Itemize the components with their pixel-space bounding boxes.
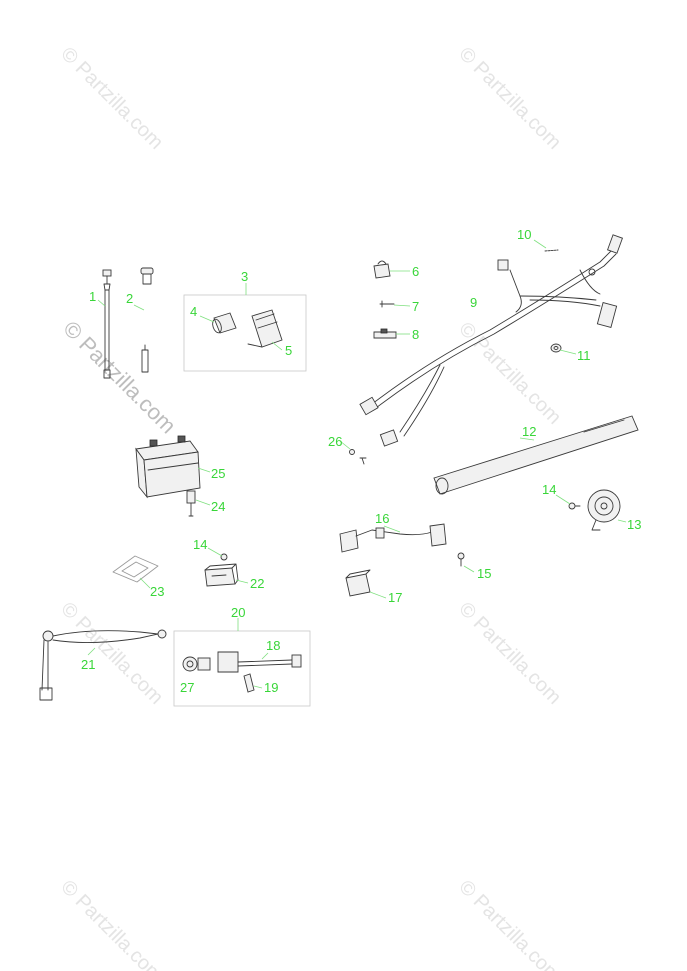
part-21-cable bbox=[39, 629, 167, 701]
part-19-pin bbox=[243, 673, 255, 693]
callout-15: 15 bbox=[477, 566, 491, 581]
part-18-switch-harness bbox=[217, 651, 302, 673]
part-22-relay bbox=[204, 563, 239, 587]
group-box-20 bbox=[173, 630, 311, 707]
part-7-screw bbox=[379, 300, 395, 308]
callout-20: 20 bbox=[231, 605, 245, 620]
callout-14-left: 14 bbox=[193, 537, 207, 552]
group-box-3 bbox=[183, 294, 307, 372]
callout-27: 27 bbox=[180, 680, 194, 695]
callout-24: 24 bbox=[211, 499, 225, 514]
part-11-grommet bbox=[550, 343, 562, 353]
callout-12: 12 bbox=[522, 424, 536, 439]
part-9-main-harness bbox=[359, 234, 624, 447]
watermark-top-left: © Partzilla.com bbox=[56, 43, 167, 154]
part-12-cover bbox=[433, 415, 639, 495]
part-13-horn bbox=[587, 489, 621, 531]
leader-lines bbox=[87, 239, 627, 689]
callout-25: 25 bbox=[211, 466, 225, 481]
part-6-clip bbox=[373, 260, 391, 279]
watermark-center-right: © Partzilla.com bbox=[454, 318, 565, 429]
part-8-clamp bbox=[373, 328, 397, 339]
callout-16: 16 bbox=[375, 511, 389, 526]
callout-17: 17 bbox=[388, 590, 402, 605]
callout-22: 22 bbox=[250, 576, 264, 591]
watermark-mid-left: © Partzilla.com bbox=[56, 598, 167, 709]
part-15-bolt bbox=[457, 552, 465, 567]
callout-3: 3 bbox=[241, 269, 248, 284]
callout-13: 13 bbox=[627, 517, 641, 532]
part-23-pad bbox=[112, 555, 159, 583]
part-27-switch bbox=[182, 656, 211, 672]
part-5-fuse-box bbox=[247, 309, 283, 348]
part-10-label bbox=[544, 249, 559, 252]
part-25-battery bbox=[135, 435, 201, 499]
callout-11: 11 bbox=[577, 348, 591, 363]
part-14-nut-left bbox=[220, 553, 228, 561]
watermark-center-left: © Partzilla.com bbox=[58, 316, 181, 439]
watermark-bottom-right: © Partzilla.com bbox=[454, 876, 565, 971]
callout-8: 8 bbox=[412, 327, 419, 342]
callout-26: 26 bbox=[328, 434, 342, 449]
part-14-screw-right bbox=[568, 502, 581, 510]
watermark-top-right: © Partzilla.com bbox=[454, 43, 565, 154]
callout-5: 5 bbox=[285, 343, 292, 358]
part-26-screw bbox=[349, 449, 367, 465]
part-4-fuse bbox=[212, 312, 237, 334]
callout-10: 10 bbox=[517, 227, 531, 242]
callout-21: 21 bbox=[81, 657, 95, 672]
callout-9: 9 bbox=[470, 295, 477, 310]
callout-1: 1 bbox=[89, 289, 96, 304]
part-17-connector bbox=[345, 569, 371, 597]
callout-4: 4 bbox=[190, 304, 197, 319]
watermark-bottom-left: © Partzilla.com bbox=[56, 876, 167, 971]
part-1-battery-cable bbox=[102, 269, 112, 379]
callout-18: 18 bbox=[266, 638, 280, 653]
callout-19: 19 bbox=[264, 680, 278, 695]
callout-14-right: 14 bbox=[542, 482, 556, 497]
callout-2: 2 bbox=[126, 291, 133, 306]
part-16-coil-lead bbox=[339, 523, 447, 553]
callouts: 1 2 3 4 5 6 7 8 9 10 11 12 13 14 15 16 1… bbox=[81, 227, 641, 695]
part-24-plug bbox=[186, 490, 196, 517]
callout-6: 6 bbox=[412, 264, 419, 279]
watermarks: © Partzilla.com © Partzilla.com © Partzi… bbox=[56, 43, 565, 971]
part-2-terminal bbox=[140, 267, 154, 373]
callout-23: 23 bbox=[150, 584, 164, 599]
callout-7: 7 bbox=[412, 299, 419, 314]
watermark-mid-right: © Partzilla.com bbox=[454, 598, 565, 709]
